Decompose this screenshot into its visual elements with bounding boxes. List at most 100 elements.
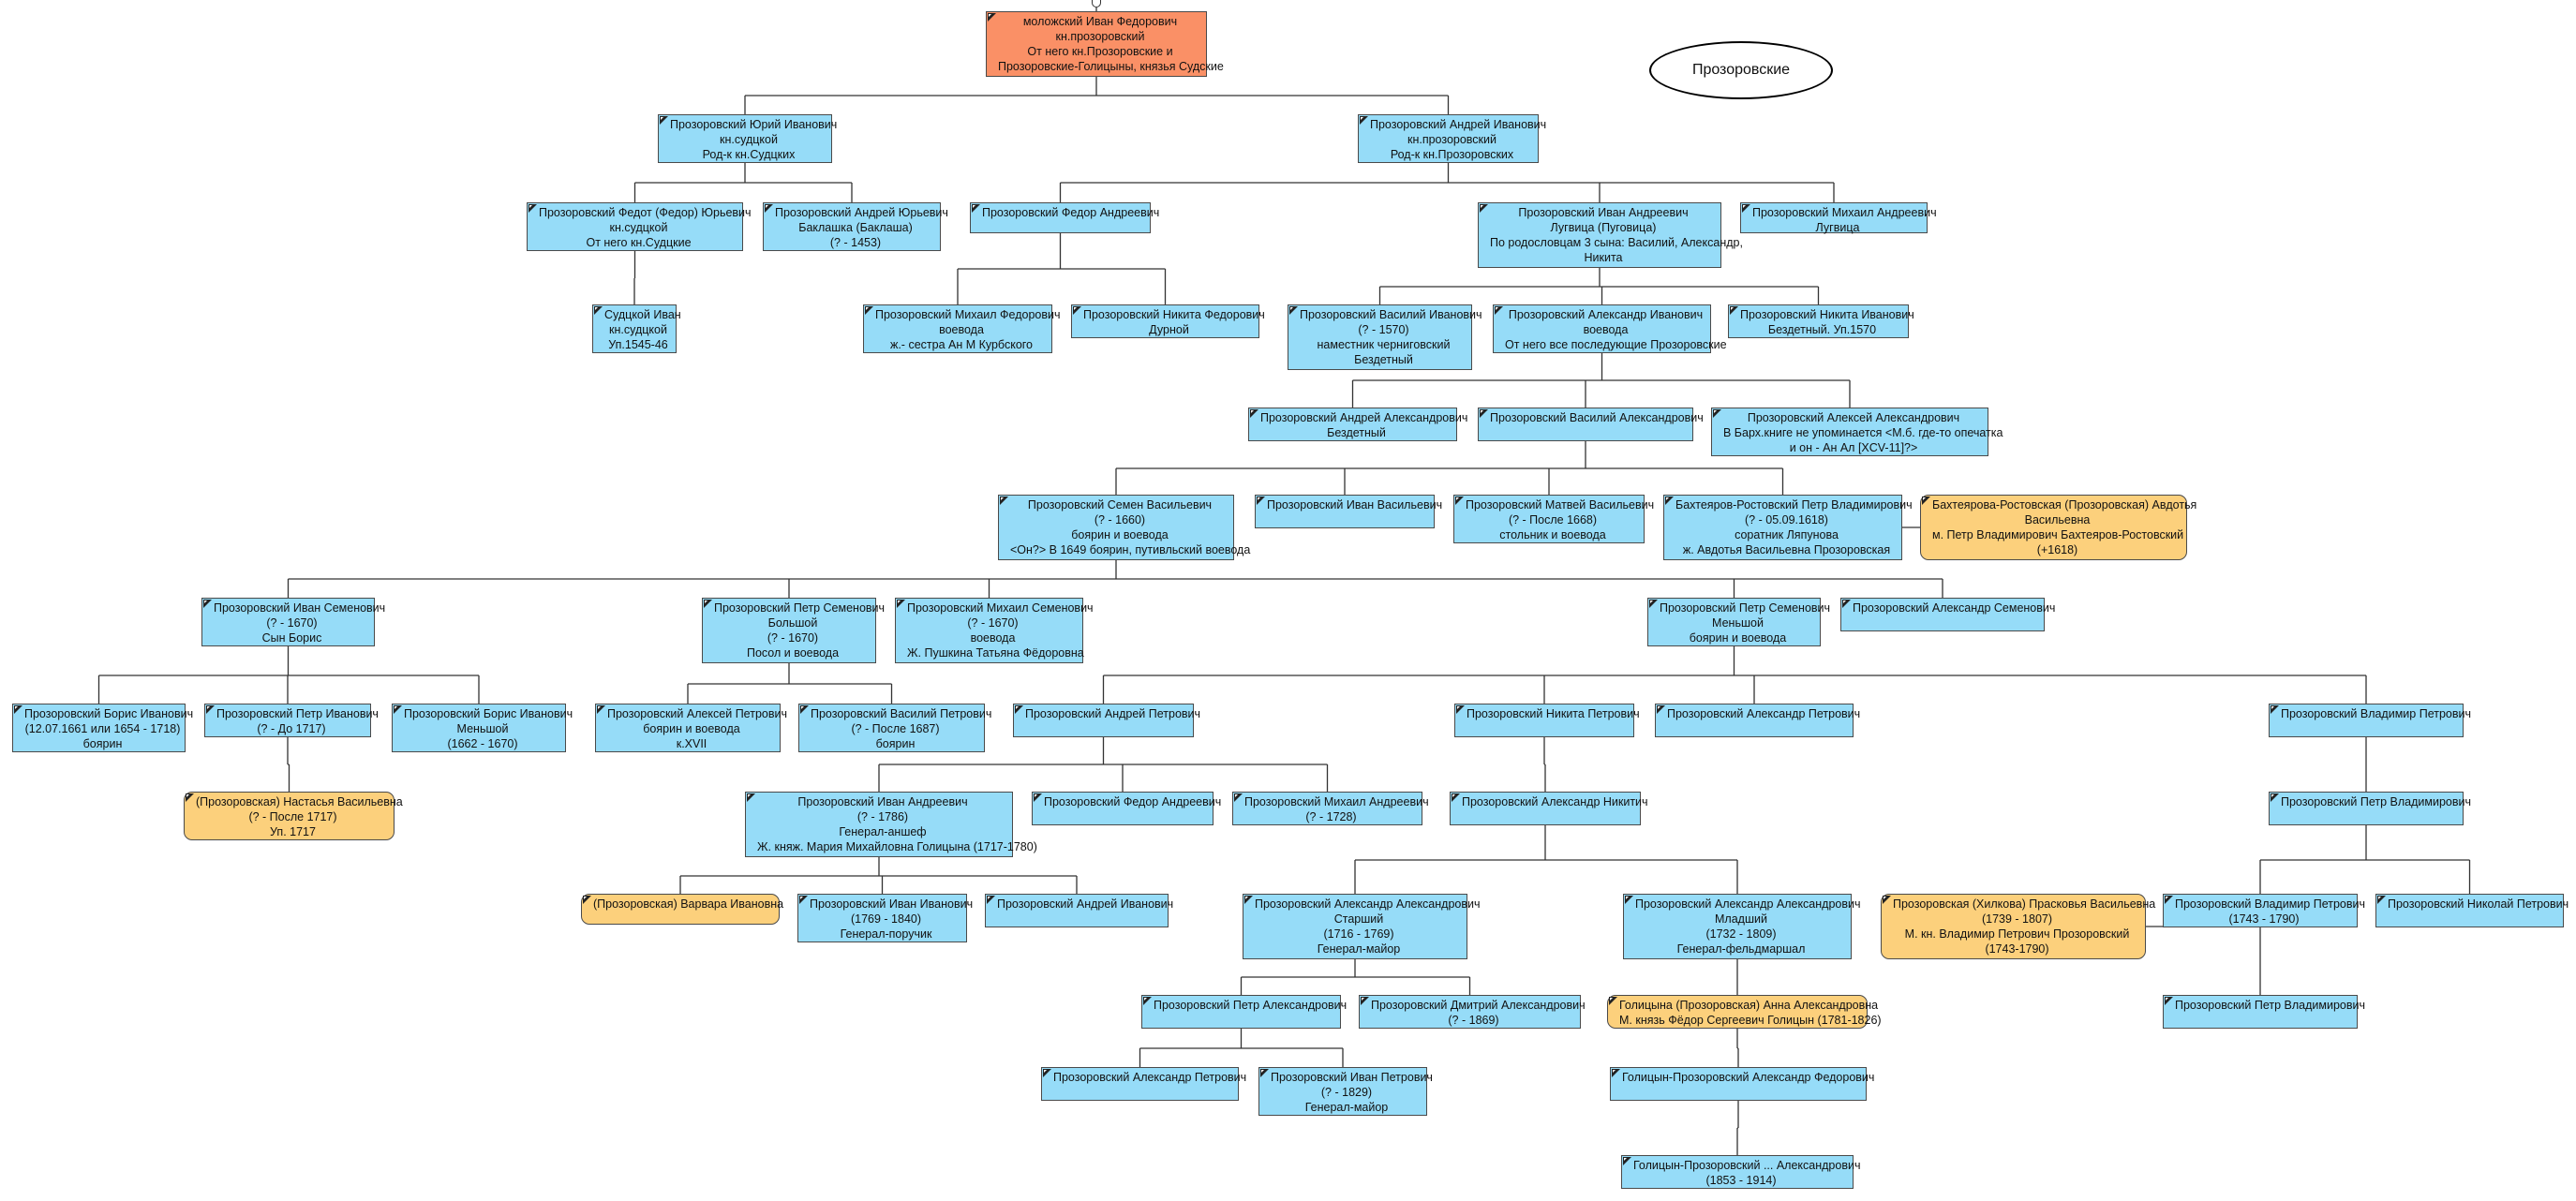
person-node-ivan-iv[interactable]: Прозоровский Иван Иванович(1769 - 1840)Г… [797,894,974,942]
node-corner-marker-icon [2377,896,2386,904]
person-text-line: Прозоровский Александр Иванович [1508,308,1704,321]
person-text-line: Прозоровский Михаил Андреевич [1244,795,1429,808]
node-corner-marker-icon [1609,997,1617,1005]
person-node-mikhail-s[interactable]: Прозоровский Михаил Семенович(? - 1670)в… [895,598,1094,663]
person-text-line: Судцкой Иван [604,308,681,321]
person-node-vasily-p[interactable]: Прозоровский Василий Петрович(? - После … [798,704,991,752]
person-text-line: (? - 1670) [767,631,819,645]
person-node-mikhail-an[interactable]: Прозоровский Михаил Андреевич(? - 1728) [1232,792,1429,825]
person-node-ivan-s[interactable]: Прозоровский Иван Семенович(? - 1670)Сын… [201,598,385,646]
person-node-vladimir-p[interactable]: Прозоровский Владимир Петрович [2269,704,2471,737]
person-text-line: Прозоровский Иван Петрович [1271,1071,1433,1084]
node-corner-marker-icon [597,705,605,714]
person-text-line: Прозоровский Петр Владимирович [2281,795,2471,808]
person-node-petr-vl[interactable]: Прозоровский Петр Владимирович [2269,792,2471,825]
person-text-line: Прозоровский Юрий Иванович [670,118,838,131]
person-node-anna[interactable]: Голицына (Прозоровская) Анна Александров… [1607,995,1882,1029]
person-node-andrei-iv[interactable]: Прозоровский Андрей Иванович [985,894,1173,927]
person-text-line: Сын Борис [261,631,322,645]
node-corner-marker-icon [1073,306,1081,315]
person-node-fedor-an[interactable]: Прозоровский Федор Андреевич [1032,792,1221,825]
person-text-line: Прозоровский Матвей Васильевич [1466,498,1655,512]
person-node-matvei-v[interactable]: Прозоровский Матвей Васильевич(? - После… [1453,495,1655,543]
person-text-line: кн.прозоровский [1055,30,1145,43]
person-text-line: (1662 - 1670) [447,737,518,750]
person-node-petr-vl2[interactable]: Прозоровский Петр Владимирович [2163,995,2365,1029]
person-node-alexandr-p[interactable]: Прозоровский Александр Петрович [1655,704,1860,737]
person-node-golitsyn-aa[interactable]: Голицын-Прозоровский ... Александрович(1… [1621,1155,1860,1189]
person-text-line: Ж. княж. Мария Михайловна Голицына (1717… [757,840,1037,853]
person-text-line: кн.судцкой [720,133,778,146]
node-corner-marker-icon [1842,600,1851,608]
person-text-line: Генерал-майор [1317,942,1401,956]
person-node-petr-al[interactable]: Прозоровский Петр Александрович [1141,995,1348,1029]
node-corner-marker-icon [1883,896,1891,904]
person-node-alexandr-s[interactable]: Прозоровский Александр Семенович [1840,598,2056,631]
person-node-nikita-p[interactable]: Прозоровский Никита Петрович [1454,704,1640,737]
node-corner-marker-icon [1361,997,1369,1005]
person-text-line: Прозоровский Никита Иванович [1740,308,1914,321]
node-corner-marker-icon [1713,409,1721,418]
person-node-dmitry-al[interactable]: Прозоровский Дмитрий Александрович(? - 1… [1359,995,1586,1029]
person-text-line: Прозоровский Петр Александрович [1154,999,1348,1012]
person-node-avdotya[interactable]: Бахтеярова-Ростовская (Прозоровская) Авд… [1920,495,2196,560]
node-corner-marker-icon [1143,997,1152,1005]
person-node-petr-i[interactable]: Прозоровский Петр Иванович(? - До 1717) [204,704,379,737]
person-node-fedor-a[interactable]: Прозоровский Федор Андреевич [970,202,1159,233]
person-node-boris-i[interactable]: Прозоровский Борис Иванович(12.07.1661 и… [12,704,193,752]
node-corner-marker-icon [2165,997,2173,1005]
node-corner-marker-icon [1480,409,1488,418]
person-node-golitsyn-af[interactable]: Голицын-Прозоровский Александр Федорович [1610,1067,1874,1101]
person-node-nastasya[interactable]: (Прозоровская) Настасья Васильевна(? - П… [184,792,403,840]
person-text-line: (? - После 1668) [1508,513,1598,526]
person-node-vladimir-p2[interactable]: Прозоровский Владимир Петрович(1743 - 17… [2163,894,2365,927]
person-node-alexandr-n[interactable]: Прозоровский Александр Никитич [1450,792,1648,825]
node-corner-marker-icon [186,793,194,802]
person-text-line: Прозоровский Андрей Петрович [1025,707,1201,720]
person-node-semen-v[interactable]: Прозоровский Семен Васильевич(? - 1660)б… [998,495,1250,560]
person-node-andrei-p[interactable]: Прозоровский Андрей Петрович [1013,704,1201,737]
person-text-line: Уп. 1717 [270,825,316,838]
person-node-ivan-an[interactable]: Прозоровский Иван Андреевич(? - 1786)Ген… [745,792,1037,857]
person-node-bakhteyarov[interactable]: Бахтеяров-Ростовский Петр Владимирович(?… [1663,495,1913,560]
person-node-alexandr-pe[interactable]: Прозоровский Александр Петрович [1041,1067,1246,1101]
person-text-line: (1743 - 1790) [2228,912,2300,926]
root-connector-handle[interactable] [1092,0,1101,7]
person-node-vasily-i[interactable]: Прозоровский Василий Иванович(? - 1570)н… [1288,304,1482,370]
person-text-line: Меньшой [456,722,509,735]
person-text-line: Прозоровский Александр Семенович [1853,601,2056,615]
person-text-line: Прозоровский Иван Иванович [810,897,974,911]
node-corner-marker-icon [987,896,995,904]
person-node-nikolai-p[interactable]: Прозоровский Николай Петрович [2375,894,2569,927]
person-node-ivan-pe[interactable]: Прозоровский Иван Петрович(? - 1829)Гене… [1258,1067,1433,1116]
person-node-vasily-al[interactable]: Прозоровский Василий Александрович [1478,408,1704,441]
person-node-varvara[interactable]: (Прозоровская) Варвара Ивановна [581,894,783,925]
person-text-line: (? - 1660) [1094,513,1146,526]
person-text-line: Лугвица (Пуговица) [1550,221,1657,234]
node-corner-marker-icon [1289,306,1298,315]
person-node-praskovya[interactable]: Прозоровская (Хилкова) Прасковья Василье… [1881,894,2155,959]
person-node-ivan-v[interactable]: Прозоровский Иван Васильевич [1255,495,1442,528]
node-corner-marker-icon [1000,497,1008,505]
